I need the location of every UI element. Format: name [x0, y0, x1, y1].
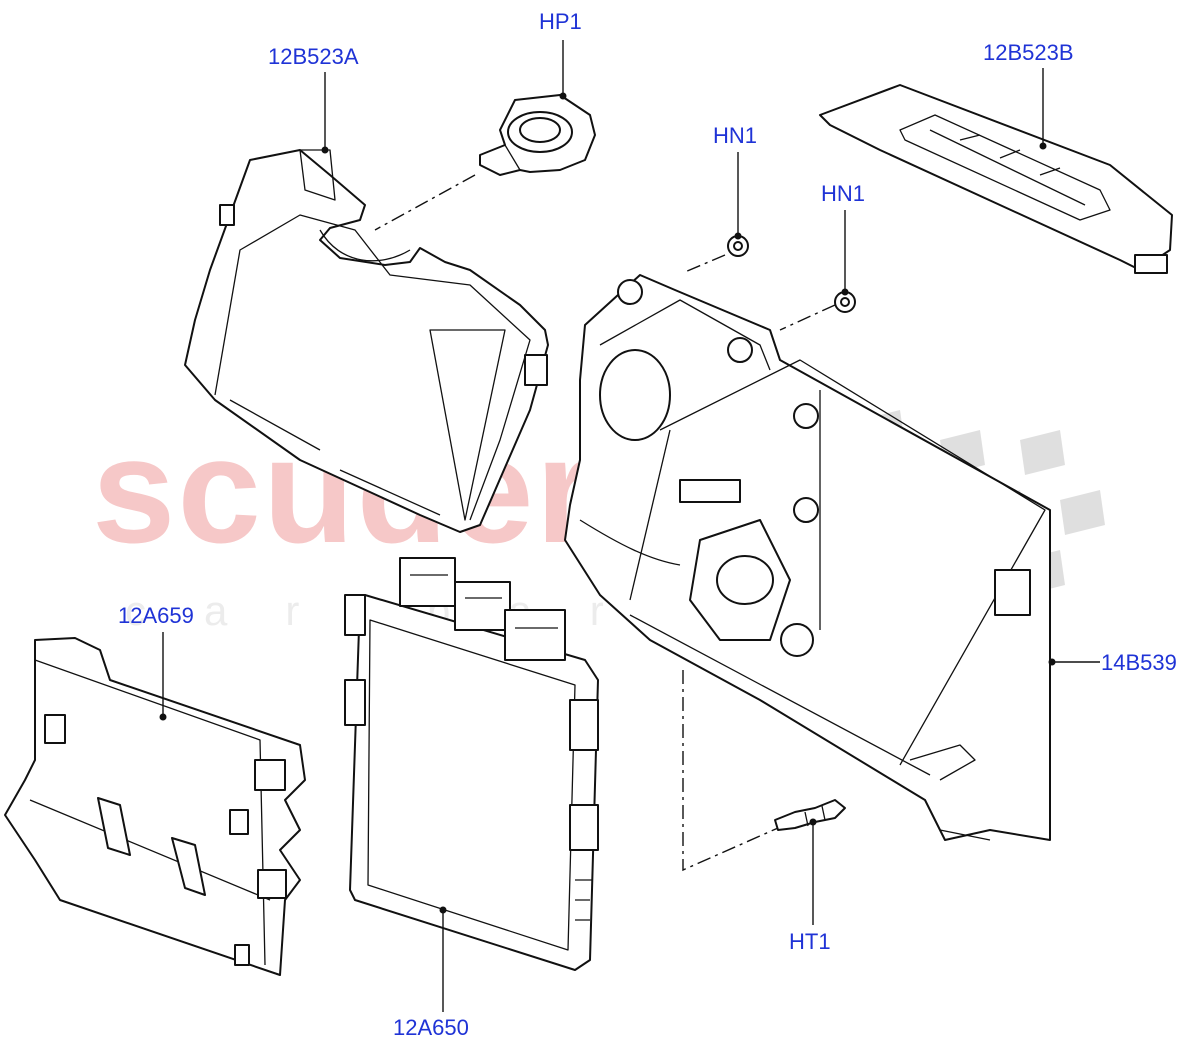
- callout-ht1[interactable]: HT1: [789, 929, 831, 954]
- part-14b539-housing[interactable]: [564, 274, 1051, 841]
- leader-lines: [159, 40, 1100, 1012]
- callout-12b523a[interactable]: 12B523A: [268, 44, 359, 69]
- callout-14b539[interactable]: 14B539: [1101, 650, 1177, 675]
- callout-hn1-right[interactable]: HN1: [821, 181, 866, 206]
- part-ht1-stud[interactable]: [774, 799, 846, 831]
- part-12b523a-cover[interactable]: [184, 149, 549, 533]
- part-12a659-bracket[interactable]: [4, 637, 306, 976]
- callout-hn1-top[interactable]: HN1: [713, 123, 758, 148]
- callout-12a650[interactable]: 12A650: [393, 1015, 469, 1040]
- assembly-lines: [374, 174, 836, 872]
- part-12a650-ecu[interactable]: [344, 557, 599, 971]
- callout-12a659[interactable]: 12A659: [118, 603, 194, 628]
- part-hp1-clip[interactable]: [479, 94, 596, 176]
- callout-hp1[interactable]: HP1: [539, 9, 582, 34]
- part-12b523b-lid[interactable]: [819, 84, 1173, 274]
- callout-12b523b[interactable]: 12B523B: [983, 40, 1074, 65]
